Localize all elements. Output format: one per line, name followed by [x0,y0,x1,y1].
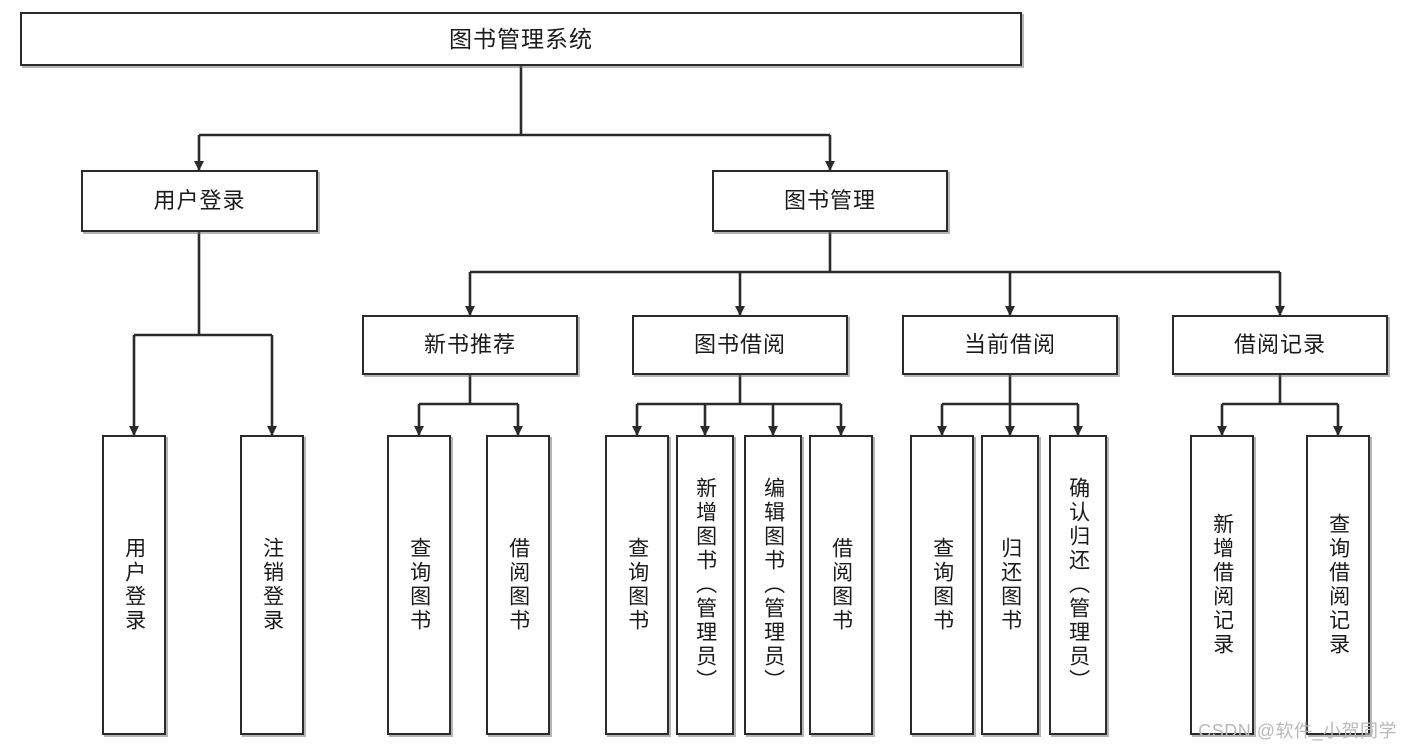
node-leaf-confirm-return-admin-label: 确认归还（管理员） [1066,477,1090,693]
node-leaf-query-borrow-record[interactable]: 查询借阅记录 [1306,435,1370,735]
node-leaf-user-login[interactable]: 用户登录 [102,435,166,735]
node-user-login[interactable]: 用户登录 [81,170,318,232]
node-leaf-borrow-book-1[interactable]: 借阅图书 [486,435,550,735]
node-root-label: 图书管理系统 [449,25,593,52]
node-leaf-borrow-book-2-label: 借阅图书 [829,537,853,633]
node-borrow-record[interactable]: 借阅记录 [1172,315,1388,375]
node-leaf-confirm-return-admin[interactable]: 确认归还（管理员） [1049,435,1107,735]
node-leaf-borrow-book-1-label: 借阅图书 [506,537,530,633]
node-leaf-add-borrow-record[interactable]: 新增借阅记录 [1190,435,1254,735]
node-leaf-query-book-2[interactable]: 查询图书 [605,435,669,735]
node-book-management[interactable]: 图书管理 [712,170,948,232]
node-leaf-edit-book-admin[interactable]: 编辑图书（管理员） [744,435,802,735]
node-current-borrow[interactable]: 当前借阅 [902,315,1118,375]
node-leaf-query-book-3-label: 查询图书 [930,537,954,633]
node-leaf-user-login-label: 用户登录 [122,537,146,633]
node-root[interactable]: 图书管理系统 [20,12,1022,66]
node-book-borrow-label: 图书借阅 [693,332,786,358]
node-user-login-label: 用户登录 [153,188,246,214]
node-leaf-query-book-1-label: 查询图书 [407,537,431,633]
node-leaf-query-book-2-label: 查询图书 [625,537,649,633]
node-leaf-add-borrow-record-label: 新增借阅记录 [1210,513,1234,657]
node-leaf-query-book-1[interactable]: 查询图书 [387,435,451,735]
node-leaf-borrow-book-2[interactable]: 借阅图书 [809,435,873,735]
node-borrow-record-label: 借阅记录 [1233,332,1326,358]
node-book-management-label: 图书管理 [783,188,876,214]
node-book-borrow[interactable]: 图书借阅 [632,315,848,375]
node-leaf-add-book-admin-label: 新增图书（管理员） [693,477,717,693]
watermark: CSDN @软件_小贺同学 [1198,721,1397,741]
node-new-book-recommend[interactable]: 新书推荐 [362,315,578,375]
node-leaf-query-book-3[interactable]: 查询图书 [910,435,974,735]
node-leaf-return-book-label: 归还图书 [998,537,1022,633]
node-leaf-return-book[interactable]: 归还图书 [981,435,1039,735]
node-leaf-query-borrow-record-label: 查询借阅记录 [1326,513,1350,657]
node-leaf-edit-book-admin-label: 编辑图书（管理员） [761,477,785,693]
node-leaf-logout-login[interactable]: 注销登录 [240,435,304,735]
node-leaf-add-book-admin[interactable]: 新增图书（管理员） [676,435,734,735]
node-current-borrow-label: 当前借阅 [963,332,1056,358]
node-leaf-logout-login-label: 注销登录 [260,537,284,633]
node-new-book-recommend-label: 新书推荐 [423,332,516,358]
